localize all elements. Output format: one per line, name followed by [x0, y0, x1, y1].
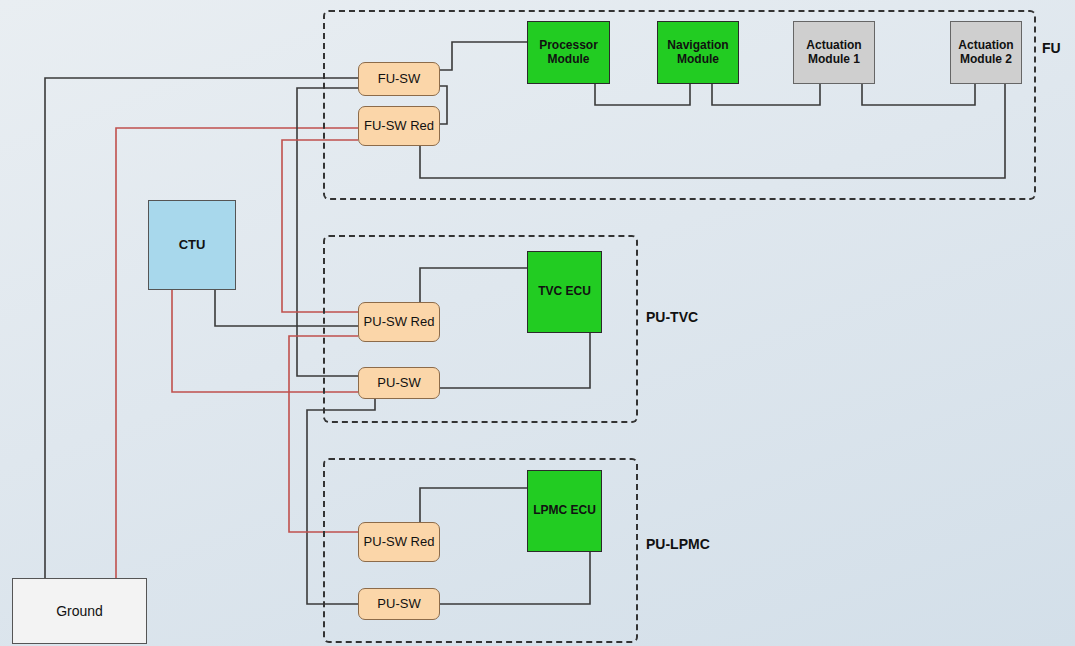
- module-box: Navigation Module: [657, 21, 739, 84]
- group-frame: FUFU-SWFU-SW RedProcessor ModuleNavigati…: [323, 10, 1036, 200]
- box-label: Actuation Module 2: [955, 39, 1017, 67]
- group-frame: PU-LPMCPU-SW RedPU-SWLPMC ECU: [323, 458, 638, 643]
- connector-path: [440, 42, 527, 70]
- box-label: Actuation Module 1: [798, 39, 870, 67]
- box-label: PU-SW Red: [364, 535, 435, 550]
- connector-line: [440, 86, 447, 124]
- connector-path: [116, 128, 358, 578]
- ecu-box: LPMC ECU: [527, 470, 602, 552]
- connector-path: [440, 333, 590, 388]
- connector-line: [420, 488, 527, 522]
- box-label: PU-SW Red: [364, 315, 435, 330]
- box-label: CTU: [179, 238, 206, 253]
- box-label: Navigation Module: [662, 39, 734, 67]
- connector-line: [595, 84, 690, 105]
- module-box: Actuation Module 2: [950, 21, 1022, 84]
- switch-box: PU-SW Red: [358, 522, 440, 562]
- connector-line: [45, 78, 358, 578]
- connector-path: [440, 552, 590, 604]
- ground-box: Ground: [12, 578, 147, 644]
- connector-path: [420, 84, 1005, 178]
- connector-line: [307, 399, 375, 604]
- connector-line: [712, 84, 820, 105]
- switch-box: FU-SW Red: [358, 106, 440, 146]
- group-frame: PU-TVCPU-SW RedPU-SWTVC ECU: [323, 235, 638, 423]
- switch-box: PU-SW Red: [358, 302, 440, 342]
- connector-path: [595, 84, 690, 105]
- box-label: TVC ECU: [538, 285, 591, 299]
- box-label: Processor Module: [532, 39, 605, 67]
- box-label: FU-SW: [378, 72, 421, 87]
- module-box: Actuation Module 1: [793, 21, 875, 84]
- connector-path: [45, 78, 358, 578]
- box-label: PU-SW: [377, 376, 420, 391]
- connector-path: [215, 290, 358, 326]
- connector-path: [307, 399, 375, 604]
- connector-path: [282, 140, 358, 312]
- connector-line: [297, 88, 358, 376]
- connector-line: [862, 84, 975, 105]
- box-label: LPMC ECU: [533, 504, 596, 518]
- group-label: PU-LPMC: [646, 536, 710, 552]
- switch-box: PU-SW: [358, 588, 440, 620]
- connector-line: [440, 333, 590, 388]
- box-label: Ground: [56, 603, 103, 619]
- connector-line: [420, 268, 527, 302]
- connector-path: [420, 268, 527, 302]
- connector-path: [420, 488, 527, 522]
- group-label: PU-TVC: [646, 309, 698, 325]
- connector-line: [282, 140, 358, 312]
- box-label: FU-SW Red: [364, 119, 434, 134]
- connector-line: [420, 84, 1005, 178]
- connector-path: [862, 84, 975, 105]
- connector-path: [712, 84, 820, 105]
- connector-line: [116, 128, 358, 578]
- unit-box: CTU: [148, 200, 236, 290]
- connector-path: [297, 88, 358, 376]
- box-label: PU-SW: [377, 597, 420, 612]
- connector-path: [440, 86, 447, 124]
- group-label: FU: [1042, 40, 1061, 56]
- switch-box: PU-SW: [358, 367, 440, 399]
- connector-line: [172, 290, 358, 392]
- connector-path: [172, 290, 358, 392]
- switch-box: FU-SW: [358, 62, 440, 96]
- connector-line: [215, 290, 358, 326]
- connector-line: [440, 42, 527, 70]
- module-box: Processor Module: [527, 21, 610, 84]
- ecu-box: TVC ECU: [527, 251, 602, 333]
- connector-line: [440, 552, 590, 604]
